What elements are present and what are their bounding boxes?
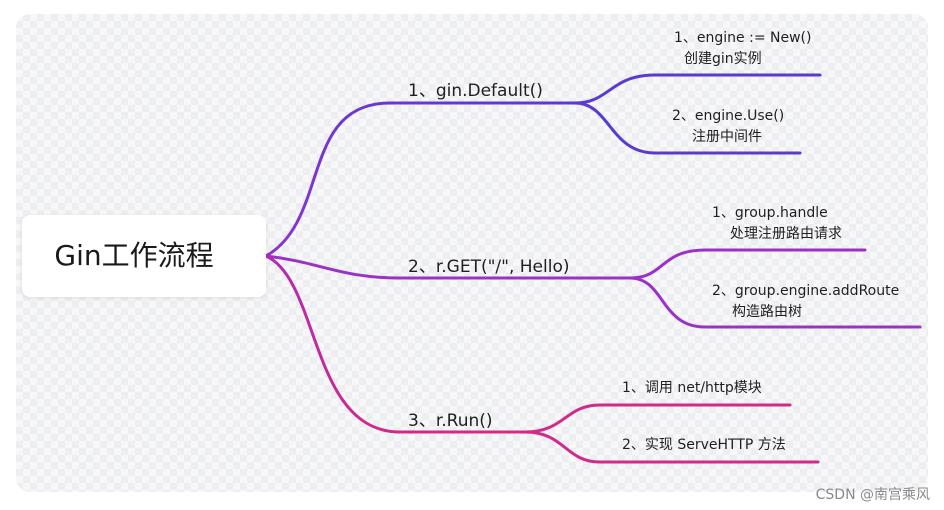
leaf-3-1-label: 1、调用 net/http模块 <box>622 380 762 396</box>
root-node-box <box>22 215 266 297</box>
root-node-label: Gin工作流程 <box>54 239 214 272</box>
leaf-3-2-label: 2、实现 ServeHTTP 方法 <box>622 437 786 453</box>
leaf-2-1-line-1: 1、group.handle <box>712 205 828 221</box>
edge-root-branch-1 <box>264 101 577 258</box>
edge-branch-1-leaf-2 <box>573 101 802 155</box>
edge-root-branch-3 <box>264 254 527 434</box>
edge-root-branch-2 <box>264 254 632 280</box>
branch-1-label: 1、gin.Default() <box>408 81 543 101</box>
leaf-2-1-line-2: 处理注册路由请求 <box>730 226 842 242</box>
branch-2-label: 2、r.GET("/", Hello) <box>408 257 570 277</box>
edge-branch-3-leaf-1 <box>523 403 792 434</box>
branch-3-label: 3、r.Run() <box>408 411 493 431</box>
leaf-1-1-line-2: 创建gin实例 <box>684 51 762 67</box>
leaf-2-2-line-1: 2、group.engine.addRoute <box>712 283 900 299</box>
leaf-1-2-line-2: 注册中间件 <box>692 129 762 145</box>
watermark: CSDN @南宫乘风 <box>815 487 930 503</box>
edge-branch-2-leaf-2 <box>628 276 922 329</box>
diagram-panel <box>16 14 928 492</box>
leaf-2-2-line-2: 构造路由树 <box>732 304 802 320</box>
edge-branch-3-leaf-2 <box>523 430 820 464</box>
leaf-1-1-line-1: 1、engine := New() <box>674 30 812 46</box>
edge-branch-1-leaf-1 <box>573 73 822 105</box>
leaf-1-2-line-1: 2、engine.Use() <box>672 108 785 124</box>
edge-branch-2-leaf-1 <box>628 248 867 280</box>
